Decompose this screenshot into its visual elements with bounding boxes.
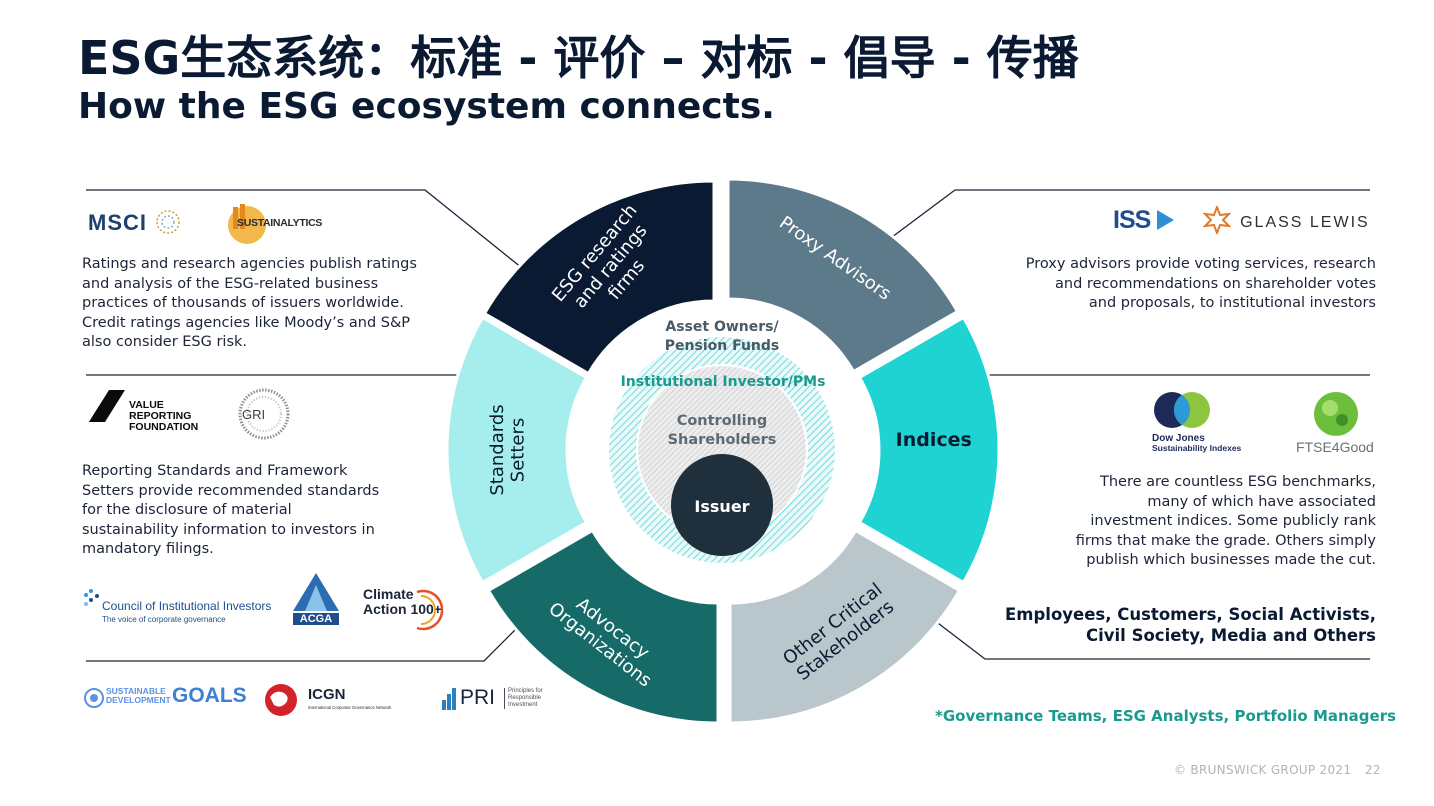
vrf-mark-icon: [89, 390, 125, 422]
gri-globe-icon: [238, 388, 290, 440]
pri-sub-line-1: Principles for: [508, 688, 543, 694]
asset-owners-line-2: Pension Funds: [665, 338, 779, 354]
climate-action-ring-icon: [416, 589, 444, 631]
standards-description: Reporting Standards and Framework Setter…: [82, 463, 380, 558]
wheel-label-indices-line-1: Indices: [896, 429, 972, 451]
wheel-segment-proxy: [726, 177, 960, 374]
ratings-description: Ratings and research agencies publish ra…: [82, 256, 417, 351]
proxy-description-line-3: and proposals, to institutional investor…: [1088, 295, 1376, 312]
iss-arrow-icon: [1157, 210, 1175, 230]
wheel-label-standards-line-1: Standards: [487, 404, 508, 495]
connector-line-advocacy: [86, 629, 516, 662]
pri-sub-line-3: Investment: [508, 702, 538, 708]
wheel-label-indices: Indices: [896, 429, 972, 451]
proxy-description-line-1: Proxy advisors provide voting services, …: [1025, 256, 1376, 272]
connector-line-stakeholders: [929, 616, 1370, 660]
indices-description: There are countless ESG benchmarks, many…: [996, 473, 1376, 571]
climate-action-logo: Climate Action 100+: [363, 586, 449, 634]
pri-logo: PRI Principles for Responsible Investmen…: [442, 686, 552, 714]
asset-owners-line-1: Asset Owners/: [665, 319, 779, 335]
wheel-segment-advocacy: [486, 528, 720, 725]
wheel-label-standards: StandardsSetters: [487, 404, 529, 495]
sustainalytics-icon: [228, 204, 266, 244]
glass-lewis-logo: GLASS LEWIS: [1202, 204, 1370, 236]
ftse-globe-icon: [1314, 392, 1358, 436]
stakeholders-line-2: Civil Society, Media and Others: [1086, 626, 1376, 645]
indices-description-line-2: many of which have associated: [1147, 493, 1376, 510]
indices-description-line-5: publish which businesses made the cut.: [1086, 552, 1376, 569]
issuer-circle: [671, 454, 773, 556]
vrf-line-2: REPORTING: [129, 410, 192, 422]
footnote: *Governance Teams, ESG Analysts, Portfol…: [935, 707, 1397, 725]
un-emblem-icon: [84, 688, 104, 708]
proxy-description: Proxy advisors provide voting services, …: [996, 255, 1376, 314]
pri-bars-icon: [442, 688, 456, 710]
vrf-line-3: FOUNDATION: [129, 421, 199, 433]
indices-description-line-4: firms that make the grade. Others simply: [1075, 532, 1376, 549]
sdg-line-2: DEVELOPMENT: [106, 695, 171, 705]
iss-logo: ISS: [1113, 206, 1175, 235]
stakeholders-line-1: Employees, Customers, Social Activists,: [1005, 605, 1376, 624]
cii-dots-icon: [84, 589, 99, 606]
glass-lewis-star-icon: [1202, 204, 1232, 236]
connector-line-proxy: [887, 189, 1370, 241]
wheel-label-standards-line-2: Setters: [508, 418, 529, 482]
indices-description-line-1: There are countless ESG benchmarks,: [1100, 474, 1376, 490]
icgn-logo: ICGN International Corporate Governance …: [264, 683, 424, 717]
sdg-line-1: SUSTAINABLE: [106, 686, 166, 696]
acga-logo: ACGA: [293, 573, 339, 627]
ftse4good-logo: FTSE4Good: [1296, 390, 1376, 460]
indices-description-line-3: investment indices. Some publicly rank: [1090, 513, 1376, 530]
wheel-segment-standards: [445, 315, 589, 585]
dow-jones-logo: Dow Jones Sustainability Indexes: [1152, 388, 1272, 458]
icgn-globe-icon: [265, 684, 297, 716]
gri-logo: GRI: [238, 388, 290, 440]
wheel-segment-ratings: [482, 179, 716, 376]
controlling-line-2: Shareholders: [668, 432, 777, 448]
msci-logo: MSCI: [88, 208, 182, 236]
page-number: 22: [1365, 763, 1381, 777]
acga-mountain-icon: [293, 573, 339, 611]
wheel-segment-indices: [857, 315, 1001, 585]
msci-globe-icon: [156, 210, 180, 234]
dow-jones-circles-icon: [1154, 392, 1210, 428]
proxy-description-line-2: and recommendations on shareholder votes: [1055, 275, 1376, 292]
page-title-chinese: ESG生态系统：标准 - 评价 – 对标 - 倡导 - 传播: [78, 31, 1079, 85]
connector-line-ratings: [86, 189, 523, 269]
vrf-line-1: VALUE: [129, 399, 164, 411]
copyright: © BRUNSWICK GROUP 2021: [1174, 763, 1352, 777]
controlling-line-1: Controlling: [677, 413, 768, 429]
institutional-investor-label: Institutional Investor/PMs: [621, 374, 826, 390]
page-title-english: How the ESG ecosystem connects.: [78, 86, 775, 127]
wheel-segment-stakeholders: [728, 528, 962, 725]
pri-sub-line-2: Responsible: [508, 695, 542, 701]
issuer-label: Issuer: [694, 497, 749, 516]
stakeholders-list: Employees, Customers, Social Activists, …: [976, 604, 1376, 646]
